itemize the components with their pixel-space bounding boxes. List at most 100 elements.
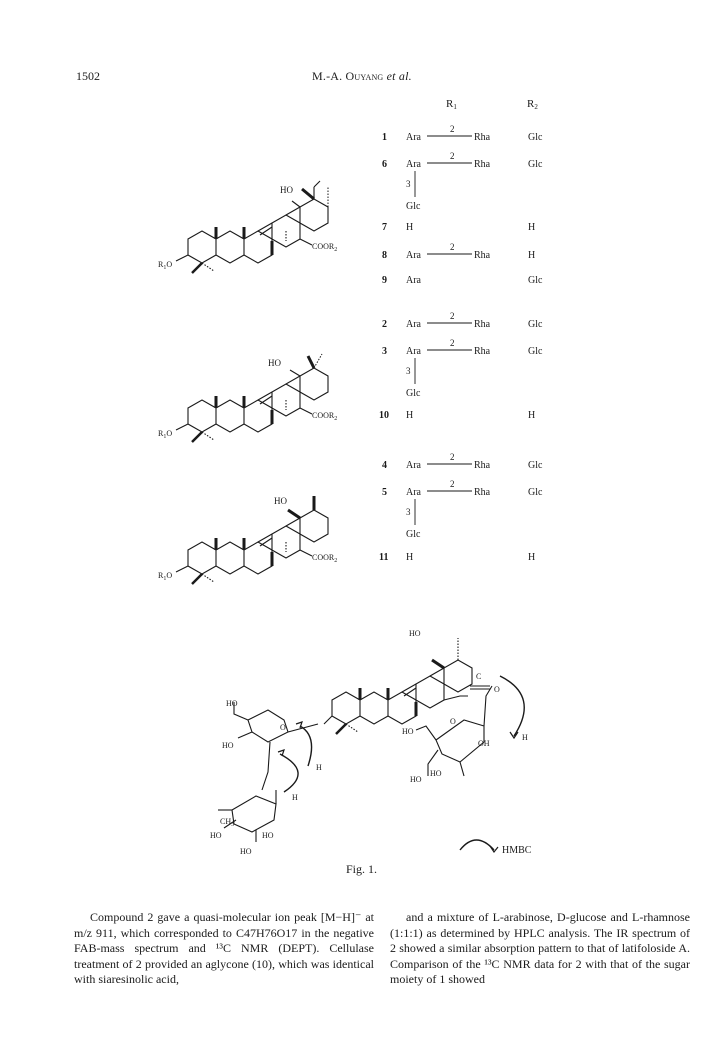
rha-ho-1: HO [210, 831, 222, 840]
r2-value: H [528, 250, 535, 261]
r1-value: Ara [406, 487, 422, 498]
glc-ho-2: HO [410, 775, 422, 784]
rha-ch3: CH3 [220, 817, 234, 828]
r1-sugar-2: Rha [474, 159, 491, 170]
coor2-label: COOR2 [312, 411, 337, 422]
compound-number: 9 [382, 275, 387, 286]
r1-sugar-2: Rha [474, 460, 491, 471]
linkage-position: 2 [450, 151, 455, 161]
rha-ho-2: HO [262, 831, 274, 840]
hmbc-h-1: H [316, 763, 322, 772]
branch-position: 3 [406, 179, 411, 189]
ara-ho-2: HO [222, 741, 234, 750]
compound-number: 2 [382, 319, 387, 330]
linkage-position: 2 [450, 242, 455, 252]
compound-number: 7 [382, 222, 387, 233]
r2-value: Glc [528, 460, 543, 471]
body-text-right: and a mixture of L-arabinose, D-glucose … [390, 910, 690, 986]
compound-number: 1 [382, 132, 387, 143]
compound-number: 10 [379, 410, 389, 421]
compound-number: 3 [382, 346, 387, 357]
compound-number: 6 [382, 159, 387, 170]
figure-1: HO COOR2 R1O HO COOR2 R1O HO COOR2 R1O R… [158, 98, 543, 856]
hmbc-legend-label: HMBC [502, 845, 532, 856]
hmbc-structure [218, 638, 525, 854]
hmbc-c-label: C [476, 672, 481, 681]
linkage-position: 2 [450, 311, 455, 321]
r1-value: Ara [406, 250, 422, 261]
ara-ring-o: O [280, 723, 286, 732]
author-name: M.-A. Ouyang [312, 69, 384, 83]
table-row: 9 Ara Glc [382, 275, 543, 286]
r1o-label: R1O [158, 571, 172, 582]
figure-caption: Fig. 1. [345, 862, 377, 876]
triterpene-structure-b: HO COOR2 R1O [158, 353, 337, 444]
linkage-position: 2 [450, 452, 455, 462]
header-r1: R1 [446, 98, 457, 111]
r1-sugar-2: Rha [474, 487, 491, 498]
r2-value: Glc [528, 487, 543, 498]
body-column-left: Compound 2 gave a quasi-molecular ion pe… [74, 910, 374, 988]
r1-value: H [406, 552, 413, 563]
running-head: M.-A. Ouyang et al. [312, 69, 412, 84]
r1-sugar-2: Rha [474, 132, 491, 143]
r2-value: Glc [528, 132, 543, 143]
ara-ho-1: HO [226, 699, 238, 708]
r1-value: Ara [406, 275, 422, 286]
r1o-label: R1O [158, 260, 172, 271]
ho-label: HO [274, 496, 287, 506]
branch-position: 3 [406, 366, 411, 376]
linkage-position: 2 [450, 338, 455, 348]
r1-value: H [406, 410, 413, 421]
body-text-left: Compound 2 gave a quasi-molecular ion pe… [74, 910, 374, 986]
glc-oh: OH [478, 739, 490, 748]
compound-number: 5 [382, 487, 387, 498]
triterpene-structure-a: HO COOR2 R1O [158, 180, 337, 275]
linkage-position: 2 [450, 124, 455, 134]
r1-sugar-2: Rha [474, 346, 491, 357]
table-row: 7 H H [382, 222, 535, 233]
r2-value: H [528, 410, 535, 421]
branch-position: 3 [406, 507, 411, 517]
page-number: 1502 [76, 69, 100, 83]
branch-sugar: Glc [406, 529, 421, 540]
compound-number: 11 [379, 552, 388, 563]
glc-ring-o: O [450, 717, 456, 726]
r1-value: Ara [406, 319, 422, 330]
hmbc-h-2: H [292, 793, 298, 802]
header-r2: R2 [527, 98, 538, 111]
compound-number: 4 [382, 460, 387, 471]
hmbc-o-label: O [494, 685, 500, 694]
triterpene-structure-c: HO COOR2 R1O [158, 496, 337, 586]
r2-value: H [528, 222, 535, 233]
r2-value: Glc [528, 159, 543, 170]
r1-value: H [406, 222, 413, 233]
branch-sugar: Glc [406, 388, 421, 399]
linkage-position: 2 [450, 479, 455, 489]
r1-value: Ara [406, 132, 422, 143]
glc-ho-3: HO [430, 769, 442, 778]
r2-value: Glc [528, 275, 543, 286]
et-al: et al. [386, 69, 412, 83]
coor2-label: COOR2 [312, 242, 337, 253]
table-row: 10 H H [379, 410, 535, 421]
r2-value: Glc [528, 346, 543, 357]
rha-ho-3: HO [240, 847, 252, 856]
body-column-right: and a mixture of L-arabinose, D-glucose … [390, 910, 690, 988]
r1-value: Ara [406, 460, 422, 471]
r1-sugar-2: Rha [474, 319, 491, 330]
r1-value: Ara [406, 346, 422, 357]
branch-sugar: Glc [406, 201, 421, 212]
r1-value: Ara [406, 159, 422, 170]
hmbc-h-3: H [522, 733, 528, 742]
glc-ho-1: HO [402, 727, 414, 736]
